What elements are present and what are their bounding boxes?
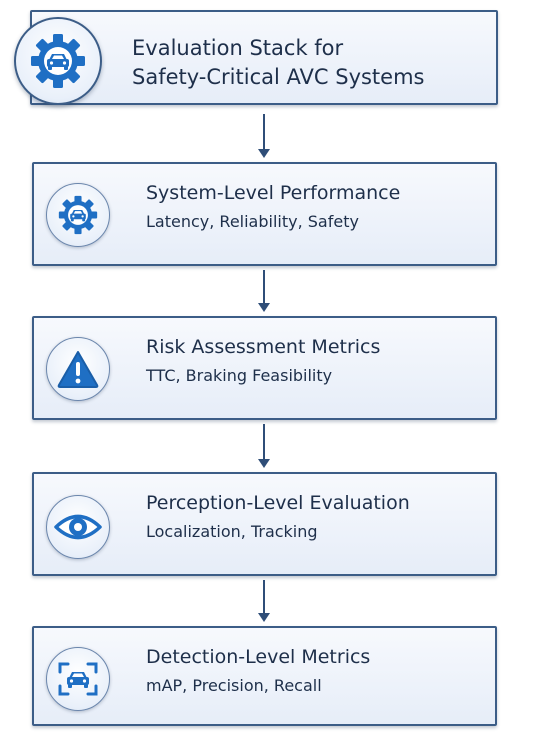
stage-system-level: System-Level Performance Latency, Reliab… [32, 162, 497, 266]
stage-subtitle: mAP, Precision, Recall [146, 676, 322, 695]
gear-car-icon [46, 183, 110, 247]
stage-detection-level: Detection-Level Metrics mAP, Precision, … [32, 626, 497, 726]
diagram-title: Evaluation Stack for Safety-Critical AVC… [132, 34, 424, 92]
stage-perception-level: Perception-Level Evaluation Localization… [32, 472, 497, 576]
flow-arrow [258, 114, 270, 158]
flow-arrow [258, 270, 270, 312]
stage-title: Perception-Level Evaluation [146, 492, 410, 514]
stage-subtitle: Localization, Tracking [146, 522, 318, 541]
car-detection-icon [46, 647, 110, 711]
flow-arrow [258, 424, 270, 468]
title-line-2: Safety-Critical AVC Systems [132, 65, 425, 89]
title-line-1: Evaluation Stack for [132, 36, 344, 60]
stage-title: Risk Assessment Metrics [146, 336, 381, 358]
eye-icon [46, 495, 110, 559]
stage-subtitle: TTC, Braking Feasibility [146, 366, 333, 385]
warning-icon [46, 337, 110, 401]
stage-title: System-Level Performance [146, 182, 401, 204]
stage-title: Detection-Level Metrics [146, 646, 371, 668]
flow-arrow [258, 580, 270, 622]
title-box: Evaluation Stack for Safety-Critical AVC… [14, 10, 498, 105]
stage-subtitle: Latency, Reliability, Safety [146, 212, 359, 231]
stage-risk-assessment: Risk Assessment Metrics TTC, Braking Fea… [32, 316, 497, 420]
gear-car-icon [14, 17, 102, 105]
